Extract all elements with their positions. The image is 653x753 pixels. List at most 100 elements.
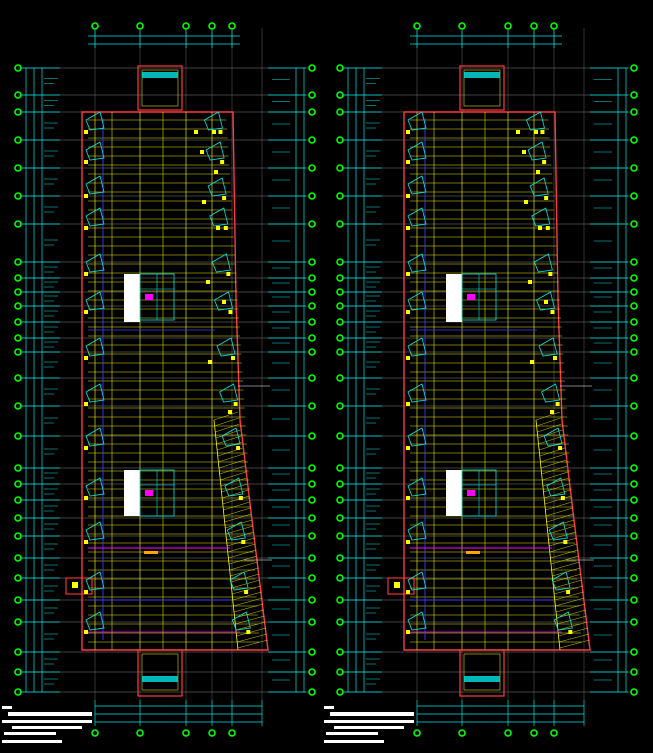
hatch-line <box>559 639 590 649</box>
hatch-line <box>552 573 582 583</box>
hatch-line <box>555 603 586 613</box>
axis-bubble <box>630 432 638 440</box>
axis-bubble <box>630 554 638 562</box>
hatch-line <box>233 603 264 613</box>
column-mark <box>216 226 220 230</box>
stair-symbol <box>529 177 549 197</box>
axis-bubble <box>14 554 22 562</box>
hatch-line <box>218 453 244 463</box>
hatch-line <box>551 561 580 571</box>
hatch-line <box>546 513 574 523</box>
column-mark <box>208 360 212 364</box>
hatch-line <box>234 609 264 619</box>
axis-bubble <box>630 480 638 488</box>
hatch-border <box>535 419 561 651</box>
column-mark <box>244 590 249 594</box>
stair-symbol <box>203 111 223 131</box>
title-bar <box>334 726 404 729</box>
title-bar <box>324 720 414 723</box>
axis-bubble <box>630 91 638 99</box>
axis-bubble <box>308 318 316 326</box>
stair-symbol <box>216 337 236 357</box>
building-outline <box>403 111 591 651</box>
axis-bubble <box>308 348 316 356</box>
hatch-line <box>544 489 571 499</box>
axis-bubble <box>336 302 344 310</box>
axis-bubble <box>630 596 638 604</box>
axis-bubble <box>630 64 638 72</box>
hatch-line <box>221 483 248 493</box>
hatch-line <box>557 615 587 625</box>
axis-bubble <box>308 480 316 488</box>
building-outline <box>81 111 269 651</box>
core-room-mark <box>145 490 153 496</box>
axis-bubble <box>14 220 22 228</box>
stair-symbol <box>85 253 105 273</box>
column-mark <box>84 402 88 406</box>
hatch-line <box>547 525 575 535</box>
axis-bubble <box>308 258 316 266</box>
column-mark <box>566 590 571 594</box>
axis-bubble <box>630 688 638 696</box>
hatch-line <box>555 597 585 607</box>
axis-bubble <box>308 688 316 696</box>
stair-symbol <box>407 207 427 227</box>
side-entrance <box>65 577 93 595</box>
side-entrance-mark <box>394 582 400 588</box>
stair-core <box>124 274 140 322</box>
axis-bubble <box>308 532 316 540</box>
hatch-line <box>224 513 252 523</box>
column-mark <box>406 310 410 314</box>
axis-bubble <box>228 729 236 737</box>
stair-symbol <box>407 337 427 357</box>
axis-bubble <box>182 22 190 30</box>
hatch-line <box>233 597 263 607</box>
stair-symbol <box>533 253 553 273</box>
axis-bubble <box>336 496 344 504</box>
core-room-mark <box>467 490 475 496</box>
stair-symbol <box>407 291 427 311</box>
hatched-strip <box>213 411 268 651</box>
column-mark <box>202 200 206 204</box>
hatch-line <box>215 423 240 433</box>
stair-symbol <box>407 571 427 591</box>
hatch-line <box>232 591 262 601</box>
stair-symbol <box>219 383 239 403</box>
stair-symbol <box>211 253 231 273</box>
axis-bubble <box>308 514 316 522</box>
column-mark <box>238 496 243 500</box>
axis-bubble <box>336 688 344 696</box>
axis-bubble <box>308 668 316 676</box>
axis-bubble <box>91 729 99 737</box>
axis-bubble <box>136 729 144 737</box>
stair-symbol <box>531 207 551 227</box>
stair-symbol <box>553 611 573 631</box>
axis-bubble <box>336 108 344 116</box>
hatch-line <box>550 555 579 565</box>
axis-bubble <box>630 464 638 472</box>
stair-symbol <box>231 611 251 631</box>
axis-bubble <box>14 136 22 144</box>
axis-bubble <box>458 729 466 737</box>
axis-bubble <box>630 574 638 582</box>
axis-bubble <box>14 514 22 522</box>
stair-symbol <box>407 111 427 131</box>
axis-bubble <box>308 220 316 228</box>
axis-bubble <box>308 464 316 472</box>
axis-bubble <box>136 22 144 30</box>
axis-bubble <box>308 288 316 296</box>
axis-bubble <box>308 108 316 116</box>
hatch-line <box>536 417 561 427</box>
hatch-line <box>227 537 255 547</box>
hatch-line <box>225 519 253 529</box>
axis-bubble <box>14 64 22 72</box>
hatch-line <box>539 441 564 451</box>
hatch-line <box>223 501 250 511</box>
column-mark <box>222 196 227 200</box>
axis-bubble <box>336 464 344 472</box>
axis-bubble <box>336 374 344 382</box>
hatch-line <box>237 639 268 649</box>
stair-symbol <box>85 611 105 631</box>
axis-bubble <box>336 348 344 356</box>
side-entrance-mark <box>72 582 78 588</box>
